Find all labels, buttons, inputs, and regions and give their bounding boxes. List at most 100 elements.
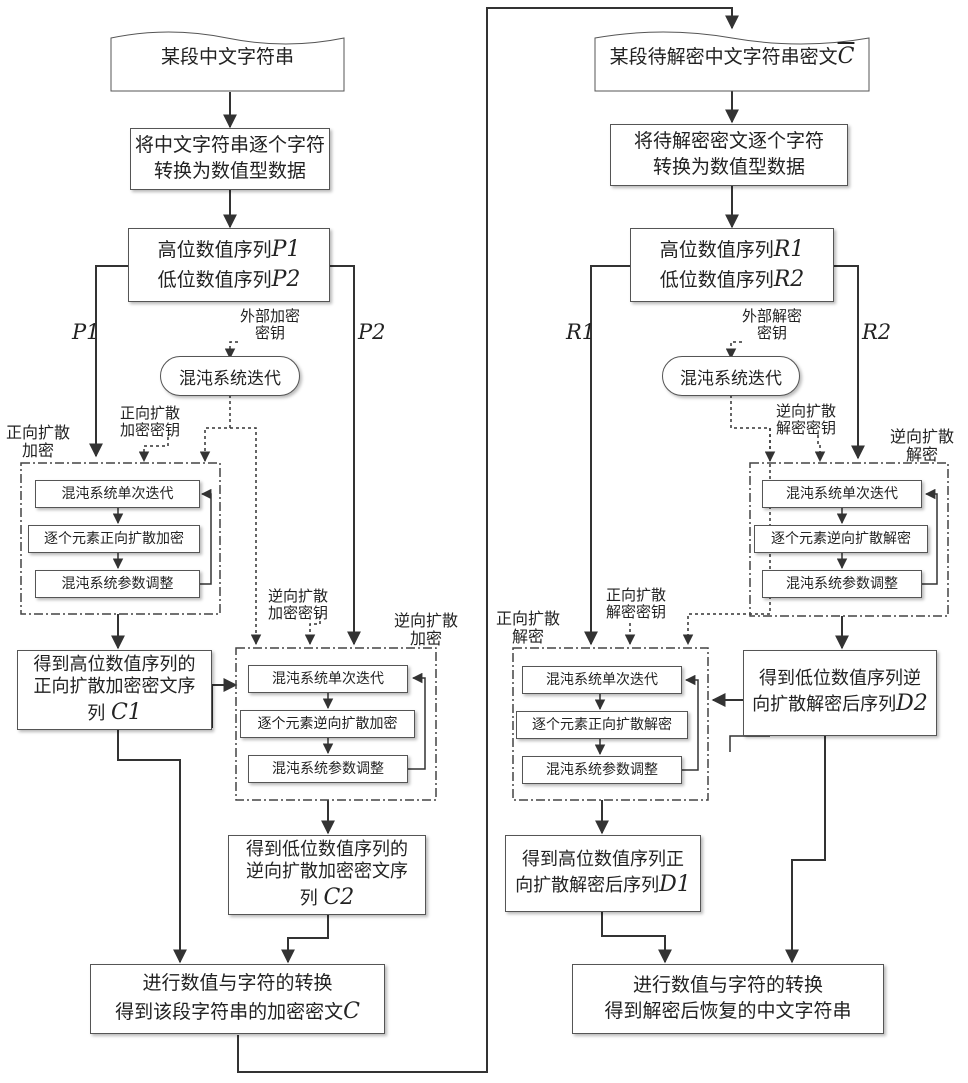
final-encrypt-line-2: 得到该段字符串的加密密文C	[115, 997, 360, 1027]
dash-r-chaos-to-groups	[731, 395, 770, 461]
bwd-step-param-adjust: 混沌系统参数调整	[248, 755, 408, 783]
result-d2-line-2: 向扩散解密后序列D2	[752, 690, 928, 719]
r-split-high-label: 高位数值序列	[660, 239, 774, 261]
result-c2-line-1: 得到低位数值序列的	[246, 839, 408, 862]
backward-key-line-1: 逆向扩散	[268, 588, 328, 605]
r-backward-key-line-1: 逆向扩散	[776, 403, 836, 420]
r-backward-group-label: 逆向扩散 解密	[890, 428, 954, 465]
final-decrypt-line-1: 进行数值与字符的转换	[633, 973, 823, 999]
result-c2-var: C2	[323, 885, 354, 910]
bwd-step-chaos-iteration: 混沌系统单次迭代	[248, 665, 408, 693]
r-bwd-step-chaos-iteration: 混沌系统单次迭代	[762, 480, 922, 508]
arrow-r2-branch	[834, 266, 858, 458]
r-fwd-step-diffusion: 逐个元素正向扩散解密	[516, 711, 688, 739]
r-chaos-iteration-node: 混沌系统迭代	[662, 356, 800, 396]
arrow-r-d2-to-final	[792, 736, 825, 962]
ciphertext-input-text: 某段待解密中文字符串密文	[610, 46, 838, 68]
bwd-step-diffusion: 逐个元素逆向扩散加密	[240, 710, 415, 738]
final-decrypt-box: 进行数值与字符的转换 得到解密后恢复的中文字符串	[572, 964, 884, 1034]
split-high-label: 高位数值序列	[158, 239, 272, 261]
external-key-line-2: 密钥	[240, 325, 300, 342]
forward-group-label: 正向扩散 加密	[6, 424, 70, 461]
result-d2-line-1: 得到低位数值序列逆	[759, 667, 921, 690]
backward-group-line-1: 逆向扩散	[394, 612, 458, 630]
backward-group-label: 逆向扩散 加密	[394, 612, 458, 649]
result-c2-line-3-text: 列	[300, 888, 324, 909]
split-low-line: 低位数值序列P2	[158, 265, 301, 295]
r-forward-group-label: 正向扩散 解密	[496, 610, 560, 647]
arrow-c1-to-bwd-group	[212, 685, 236, 728]
result-c1-line-3-text: 列	[87, 703, 111, 724]
result-c2-box: 得到低位数值序列的 逆向扩散加密密文序 列 C2	[228, 835, 426, 915]
final-encrypt-line-2-text: 得到该段字符串的加密密文	[115, 1001, 343, 1023]
split-low-var: P2	[272, 267, 301, 292]
r-split-low-label: 低位数值序列	[660, 269, 774, 291]
dash-chaos-to-groups	[205, 395, 230, 461]
result-c1-line-3: 列 C1	[87, 699, 142, 727]
r-forward-key-line-1: 正向扩散	[606, 587, 666, 604]
arrow-fwd-feedback	[200, 494, 211, 584]
input-string-document: 某段中文字符串	[110, 30, 345, 92]
r-split-high-var: R1	[774, 237, 805, 262]
final-encrypt-box: 进行数值与字符的转换 得到该段字符串的加密密文C	[90, 964, 385, 1034]
arrow-r-d1-to-final	[602, 912, 665, 962]
ciphertext-input-var: C	[838, 44, 855, 69]
final-decrypt-line-2: 得到解密后恢复的中文字符串	[604, 999, 851, 1025]
chaos-iteration-node: 混沌系统迭代	[160, 356, 300, 396]
dash-fwd-key	[144, 437, 168, 461]
result-d1-line-2: 向扩散解密后序列D1	[515, 871, 691, 900]
convert-box: 将中文字符串逐个字符 转换为数值型数据	[130, 128, 330, 190]
result-c1-box: 得到高位数值序列的 正向扩散加密密文序 列 C1	[17, 650, 212, 730]
split-low-label: 低位数值序列	[158, 269, 272, 291]
convert-line-2: 转换为数值型数据	[154, 159, 306, 185]
branch-var-p1: P1	[72, 320, 100, 344]
r-bwd-step-diffusion: 逐个元素逆向扩散解密	[754, 525, 928, 553]
arrow-c2-to-final	[288, 915, 328, 962]
arrow-p2-branch	[330, 266, 354, 644]
final-encrypt-line-1: 进行数值与字符的转换	[142, 971, 332, 997]
result-d1-box: 得到高位数值序列正 向扩散解密后序列D1	[505, 835, 701, 912]
r-fwd-step-chaos-iteration: 混沌系统单次迭代	[522, 666, 682, 694]
fwd-step-diffusion: 逐个元素正向扩散加密	[28, 525, 200, 553]
r-external-key-line-1: 外部解密	[742, 308, 802, 325]
forward-key-line-1: 正向扩散	[120, 405, 180, 422]
forward-group-line-1: 正向扩散	[6, 424, 70, 442]
result-d1-line-2-text: 向扩散解密后序列	[515, 875, 659, 896]
result-c2-line-3: 列 C2	[300, 884, 355, 912]
forward-key-line-2: 加密密钥	[120, 422, 180, 439]
final-encrypt-var: C	[343, 999, 360, 1024]
result-c1-var: C1	[111, 700, 142, 725]
branch-var-p2: P2	[358, 320, 386, 344]
r-fwd-step-param-adjust: 混沌系统参数调整	[522, 756, 682, 784]
r-backward-group-line-1: 逆向扩散	[890, 428, 954, 446]
r-split-sequence-box: 高位数值序列R1 低位数值序列R2	[630, 228, 834, 302]
result-d2-line-2-text: 向扩散解密后序列	[752, 694, 896, 715]
r-external-key-label: 外部解密 密钥	[742, 308, 802, 343]
backward-key-line-2: 加密密钥	[268, 605, 328, 622]
r-convert-box: 将待解密密文逐个字符 转换为数值型数据	[610, 124, 848, 186]
r-forward-group-line-1: 正向扩散	[496, 610, 560, 628]
result-d1-var: D1	[659, 872, 691, 897]
result-d2-box: 得到低位数值序列逆 向扩散解密后序列D2	[743, 650, 937, 736]
ciphertext-input-label: 某段待解密中文字符串密文C	[594, 42, 870, 69]
r-forward-group-line-2: 解密	[496, 628, 560, 646]
r-bwd-step-param-adjust: 混沌系统参数调整	[762, 570, 922, 598]
result-d2-var: D2	[896, 691, 928, 716]
arrow-c1-to-final	[118, 730, 180, 962]
forward-key-label: 正向扩散 加密密钥	[120, 405, 180, 440]
external-key-label: 外部加密 密钥	[240, 308, 300, 343]
r-convert-line-1: 将待解密密文逐个字符	[634, 129, 824, 155]
result-d1-line-1: 得到高位数值序列正	[522, 848, 684, 871]
r-backward-group-line-2: 解密	[890, 446, 954, 464]
r-forward-key-label: 正向扩散 解密密钥	[606, 587, 666, 622]
convert-line-1: 将中文字符串逐个字符	[135, 133, 325, 159]
backward-key-label: 逆向扩散 加密密钥	[268, 588, 328, 623]
ciphertext-input-document: 某段待解密中文字符串密文C	[594, 30, 870, 92]
split-high-line: 高位数值序列P1	[158, 235, 301, 265]
r-forward-key-line-2: 解密密钥	[606, 604, 666, 621]
r-convert-line-2: 转换为数值型数据	[653, 155, 805, 181]
input-string-label: 某段中文字符串	[110, 42, 345, 69]
dash-chaos-to-bwd	[230, 428, 256, 644]
result-c2-line-2: 逆向扩散加密密文序	[246, 861, 408, 884]
fwd-step-chaos-iteration: 混沌系统单次迭代	[35, 480, 200, 508]
